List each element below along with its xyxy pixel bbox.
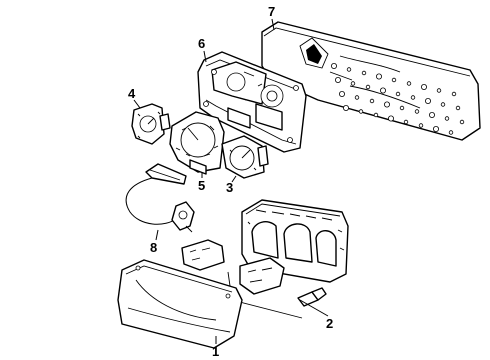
leader-4 (133, 99, 141, 109)
leader-6 (203, 50, 207, 63)
speedometer-gauge (169, 111, 225, 175)
pcb-hole (375, 73, 382, 80)
pcb-hole (365, 84, 371, 90)
pcb-hole (330, 63, 337, 70)
pcb-hole (448, 130, 454, 135)
callout-4: 4 (128, 86, 136, 101)
pcb-hole (451, 91, 457, 97)
small-gauge-left (131, 103, 171, 145)
pcb-hole (361, 70, 367, 76)
bulb-and-socket (297, 287, 327, 307)
pcb-hole (420, 84, 427, 91)
callout-8: 8 (150, 240, 157, 255)
pcb-hole (406, 81, 412, 86)
pcb-hole (338, 91, 345, 98)
speedometer-cable (125, 163, 195, 233)
pcb-hole (379, 87, 386, 94)
cluster-lens (117, 259, 243, 349)
pcb-hole (436, 88, 442, 93)
printed-circuit-board (261, 21, 481, 141)
pcb-hole (395, 91, 401, 97)
callout-5: 5 (198, 178, 205, 193)
leader-8 (155, 229, 159, 241)
pcb-hole (354, 95, 360, 100)
pcb-hole (346, 67, 352, 72)
pcb-hole (440, 102, 446, 107)
pcb-hole (358, 109, 364, 114)
pcb-hole (373, 112, 379, 118)
pcb-hole (334, 77, 341, 84)
callout-2: 2 (326, 316, 333, 331)
pcb-hole (399, 105, 405, 111)
pcb-hole (350, 81, 356, 86)
pcb-hole (428, 112, 435, 119)
leader-3 (231, 175, 237, 183)
warning-lamp-panel (181, 239, 225, 271)
cluster-mask-bezel (241, 199, 349, 283)
pcb-hole (418, 123, 424, 128)
pcb-hole (383, 101, 390, 108)
pcb-hole (424, 98, 431, 105)
pcb-hole (369, 98, 375, 104)
callout-3: 3 (226, 180, 233, 195)
pcb-hole (403, 119, 409, 125)
pcb-hole (410, 95, 416, 100)
pcb-hole (455, 105, 461, 111)
callout-1: 1 (212, 344, 219, 359)
pcb-hole (444, 116, 450, 121)
secondary-gauge (221, 135, 269, 179)
pcb-hole (387, 115, 394, 122)
pcb-hole (342, 105, 349, 112)
leader-2 (299, 299, 329, 317)
indicator-lens (239, 257, 285, 295)
cluster-housing (197, 51, 307, 153)
pcb-hole (459, 119, 465, 125)
leader-7 (271, 18, 275, 31)
callout-6: 6 (198, 36, 205, 51)
pcb-hole (414, 109, 420, 114)
callout-7: 7 (268, 4, 275, 19)
pcb-hole (391, 77, 397, 83)
pcb-hole (432, 126, 439, 133)
